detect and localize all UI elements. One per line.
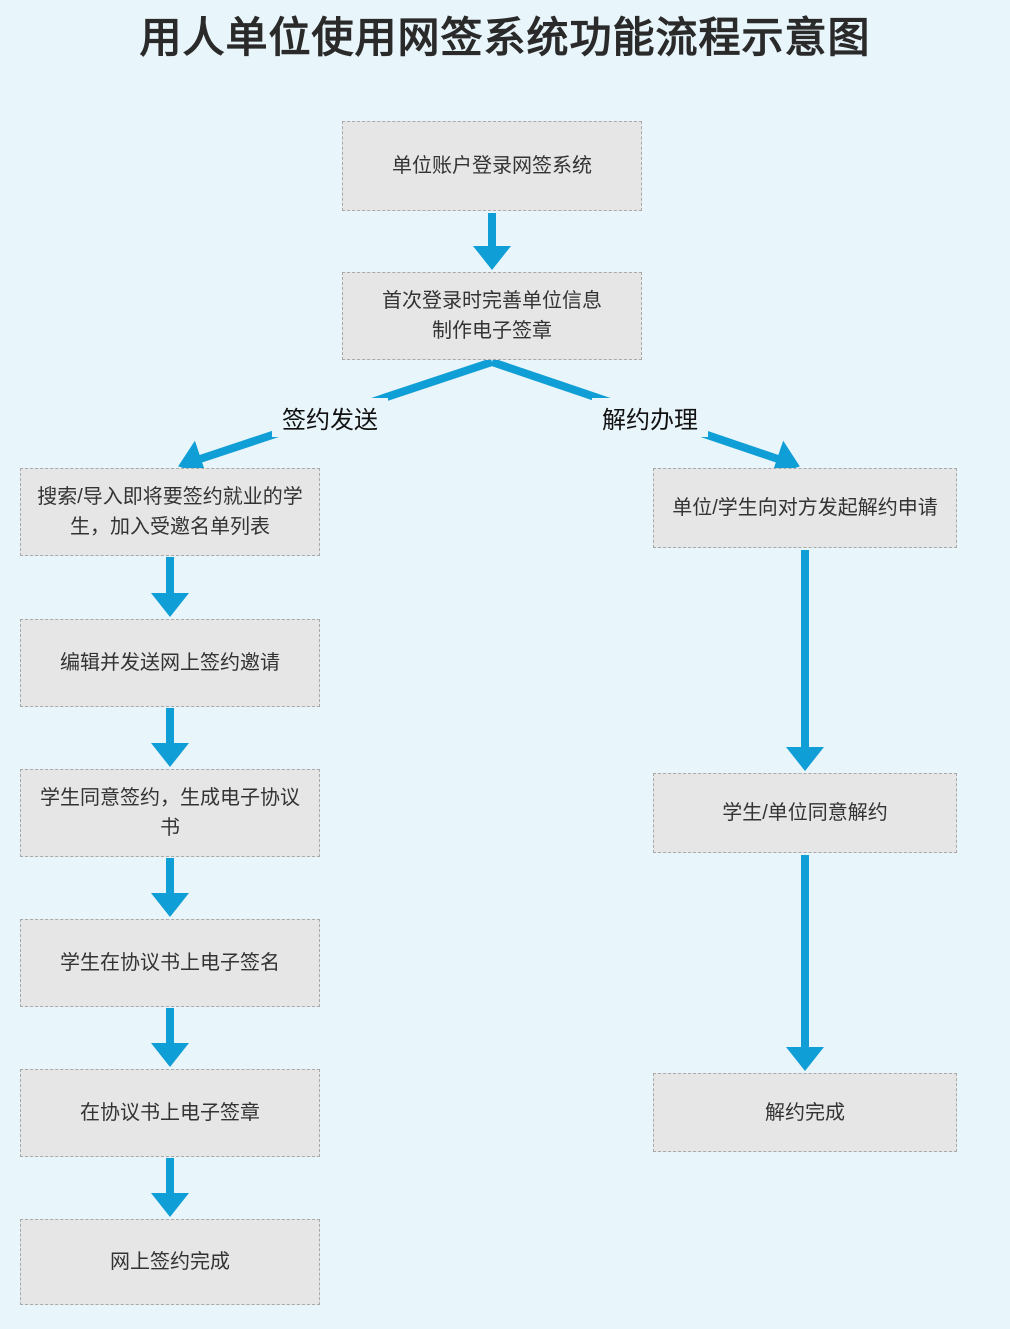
flow-node-complete-info: 首次登录时完善单位信息 制作电子签章 — [342, 272, 642, 360]
branch-label-cancel-handle: 解约办理 — [592, 398, 708, 437]
flow-node-cancel-complete: 解约完成 — [653, 1073, 957, 1152]
flow-node-employer-eseal: 在协议书上电子签章 — [20, 1069, 320, 1157]
branch-label-sign-send: 签约发送 — [272, 398, 388, 437]
flow-node-student-esign: 学生在协议书上电子签名 — [20, 919, 320, 1007]
flow-node-search-import-students-label: 搜索/导入即将要签约就业的学生，加入受邀名单列表 — [37, 486, 303, 538]
flow-node-cancel-complete-label: 解约完成 — [765, 1101, 845, 1124]
flow-node-cancel-request: 单位/学生向对方发起解约申请 — [653, 468, 957, 548]
flow-node-login-label: 单位账户登录网签系统 — [392, 155, 592, 177]
flow-node-student-esign-label: 学生在协议书上电子签名 — [60, 952, 280, 974]
flow-node-login: 单位账户登录网签系统 — [342, 121, 642, 211]
flow-node-send-sign-invite-label: 编辑并发送网上签约邀请 — [60, 652, 280, 674]
flow-node-search-import-students: 搜索/导入即将要签约就业的学生，加入受邀名单列表 — [20, 468, 320, 556]
flow-node-send-sign-invite: 编辑并发送网上签约邀请 — [20, 619, 320, 707]
flow-node-cancel-agree: 学生/单位同意解约 — [653, 773, 957, 853]
flow-node-complete-info-label: 首次登录时完善单位信息 制作电子签章 — [382, 290, 602, 342]
flow-node-student-agree-sign-label: 学生同意签约，生成电子协议书 — [40, 787, 300, 839]
flow-node-cancel-request-label: 单位/学生向对方发起解约申请 — [672, 497, 938, 519]
flow-node-student-agree-sign: 学生同意签约，生成电子协议书 — [20, 769, 320, 857]
page-title: 用人单位使用网签系统功能流程示意图 — [139, 14, 871, 61]
flow-node-cancel-agree-label: 学生/单位同意解约 — [722, 802, 888, 824]
flow-node-employer-eseal-label: 在协议书上电子签章 — [80, 1102, 260, 1124]
flow-node-online-sign-complete: 网上签约完成 — [20, 1219, 320, 1305]
flow-node-online-sign-complete-label: 网上签约完成 — [110, 1251, 230, 1273]
